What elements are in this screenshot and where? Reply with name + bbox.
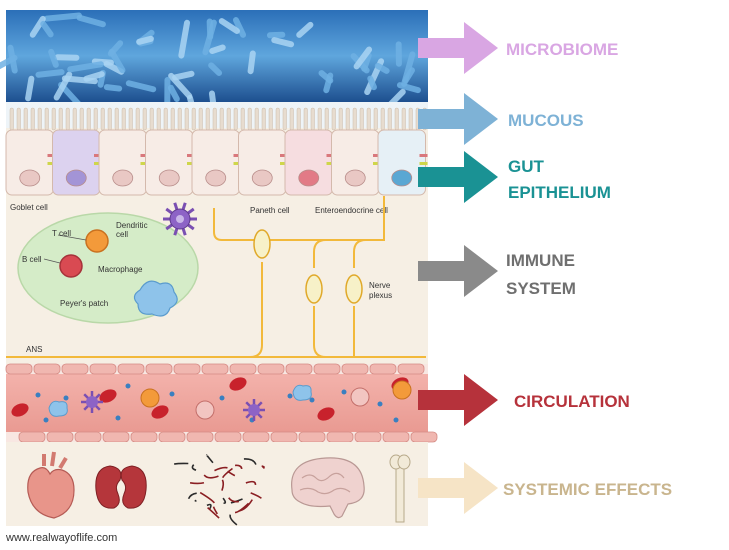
credit-text: www.realwayoflife.com	[6, 532, 118, 544]
dendritic-cell-label-line2: cell	[116, 230, 128, 239]
peyers-patch-label: Peyer's patch	[60, 299, 108, 308]
nerve-plexus-neurons	[253, 229, 363, 304]
enteroendocrine-cell-label: Enteroendocrine cell	[315, 206, 388, 215]
epithelial-cells	[5, 129, 428, 196]
t-cell-label: T cell	[52, 229, 71, 238]
b-cell-label: B cell	[22, 255, 42, 264]
mucous-label: MUCOUS	[508, 111, 584, 130]
ans-label: ANS	[26, 345, 42, 354]
gut-epithelium-arrow: GUT EPITHELIUM	[418, 151, 611, 203]
nerve-fibers	[6, 196, 426, 358]
circulation-arrow: CIRCULATION	[418, 374, 630, 426]
immune-system-arrow: IMMUNE SYSTEM	[418, 245, 576, 298]
gut-epithelium-label-line1: GUT	[508, 157, 545, 176]
bacteria-rods	[0, 12, 421, 122]
heart-icon	[27, 451, 75, 519]
macrophage	[133, 280, 178, 317]
microbiome-label: MICROBIOME	[506, 40, 618, 59]
kidneys-icon	[95, 465, 147, 509]
blood-vessel	[5, 363, 438, 443]
layer-arrows: MICROBIOME MUCOUS GUT EPITHELIUM IMMUNE …	[418, 22, 672, 514]
t-cell	[85, 229, 109, 253]
goblet-cell-label: Goblet cell	[10, 203, 48, 212]
mucous-arrow: MUCOUS	[418, 93, 584, 145]
systemic-effects-label: SYSTEMIC EFFECTS	[503, 480, 672, 499]
dendritic-cell: Dendritic cell	[116, 202, 197, 239]
peyers-patch: T cell B cell Macrophage Peyer's patch	[17, 212, 199, 324]
immune-system-label-line1: IMMUNE	[506, 251, 575, 270]
mucous-layer	[6, 102, 428, 131]
microbiome-band	[0, 10, 428, 122]
bone-icon	[389, 454, 411, 523]
b-cell	[59, 254, 83, 278]
dendritic-cell-label-line1: Dendritic	[116, 221, 148, 230]
blood-vessels-icon	[174, 454, 266, 526]
brain-icon	[291, 457, 365, 519]
microbiome-arrow: MICROBIOME	[418, 22, 618, 74]
nerve-plexus-label-line1: Nerve	[369, 281, 391, 290]
microvilli	[9, 107, 427, 131]
gut-epithelium-label-line2: EPITHELIUM	[508, 183, 611, 202]
immune-system-label-line2: SYSTEM	[506, 279, 576, 298]
nerve-plexus-label-line2: plexus	[369, 291, 392, 300]
macrophage-label: Macrophage	[98, 265, 143, 274]
paneth-cell-label: Paneth cell	[250, 206, 290, 215]
organs-row	[6, 442, 428, 526]
systemic-effects-arrow: SYSTEMIC EFFECTS	[418, 462, 672, 514]
circulation-label: CIRCULATION	[514, 392, 630, 411]
